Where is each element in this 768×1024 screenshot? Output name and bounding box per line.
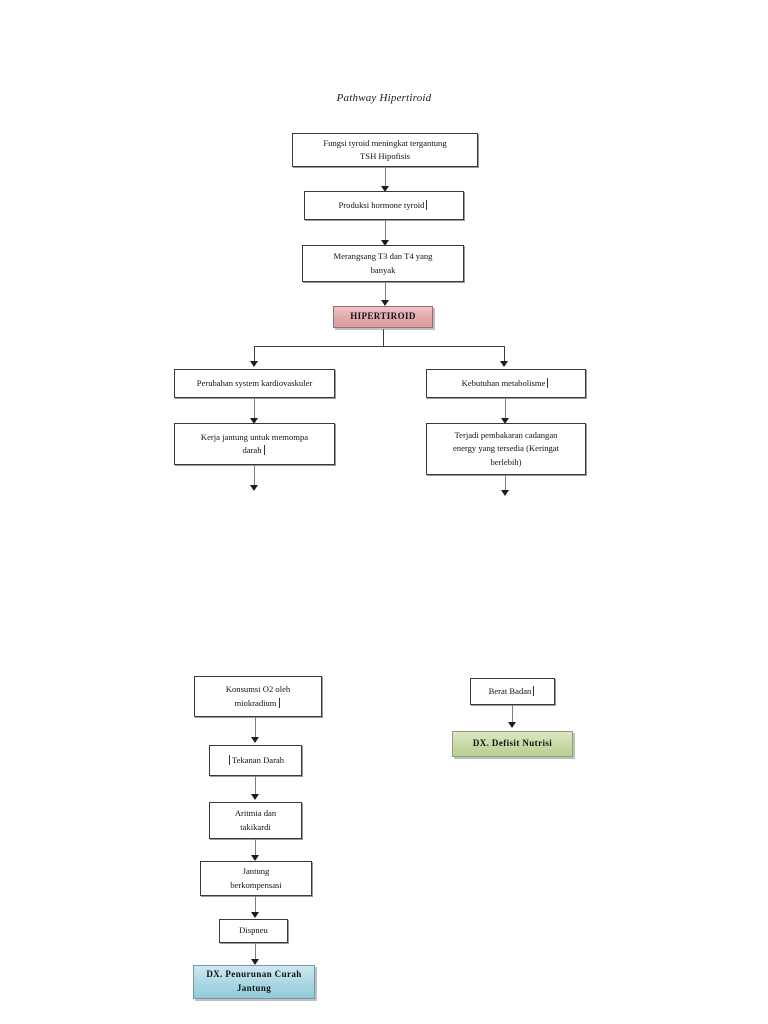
- up-arrow-glyph: [228, 754, 230, 765]
- node-dx-penurunan-curah-jantung: DX. Penurunan Curah Jantung: [193, 965, 315, 999]
- up-arrow-glyph: [426, 199, 428, 210]
- node-label: HIPERTIROID: [350, 311, 416, 322]
- arrowhead-n14: [251, 959, 259, 965]
- node-label: Terjadi pembakaran cadangan energy yang …: [452, 430, 560, 467]
- node-label: Tekanan Darah: [231, 754, 285, 765]
- node-dispneu: Dispneu: [219, 919, 288, 943]
- connector-n11-n12: [255, 839, 256, 859]
- connector-n6-dangling: [254, 465, 255, 487]
- node-aritmia-takikardi: Aritmia dan takikardi: [209, 802, 302, 839]
- connector-n13-n14: [255, 943, 256, 961]
- arrowhead-n8: [501, 418, 509, 424]
- page-title: Pathway Hipertiroid: [336, 92, 432, 104]
- node-produksi-hormone-tyroid: Produksi hormone tyroid: [304, 191, 464, 220]
- up-arrow-glyph: [263, 445, 265, 455]
- down-arrow-glyph: [533, 685, 535, 696]
- connector-n8-dangling: [505, 475, 506, 492]
- node-perubahan-kardiovaskuler: Perubahan system kardiovaskuler: [174, 369, 335, 398]
- node-label: Dispneu: [239, 925, 268, 936]
- arrowhead-n16: [508, 722, 516, 728]
- node-kebutuhan-metabolisme: Kebutuhan metabolisme: [426, 369, 586, 398]
- node-label: Fungsi tyroid meningkat tergantung TSH H…: [323, 137, 447, 161]
- node-merangsang-t3-t4: Merangsang T3 dan T4 yang banyak: [302, 245, 464, 282]
- node-tekanan-darah: Tekanan Darah: [209, 745, 302, 776]
- arrowhead-n13: [251, 912, 259, 918]
- arrowhead-n5: [250, 361, 258, 367]
- connector-n12-n13: [255, 896, 256, 916]
- node-label: DX. Defisit Nutrisi: [472, 738, 553, 749]
- connector-n1-n2: [385, 167, 386, 188]
- node-label: Aritmia dan takikardi: [234, 808, 277, 832]
- node-berat-badan: Berat Badan: [470, 678, 555, 705]
- node-konsumsi-o2-miokradium: Konsumsi O2 oleh miokradium: [194, 676, 322, 717]
- node-fungsi-tyroid: Fungsi tyroid meningkat tergantung TSH H…: [292, 133, 478, 167]
- arrowhead-n10: [251, 737, 259, 743]
- node-label: Perubahan system kardiovaskuler: [196, 377, 313, 388]
- up-arrow-glyph: [547, 377, 549, 388]
- node-label: Kerja jantung untuk memompa darah: [200, 431, 309, 455]
- arrowhead-n7: [500, 361, 508, 367]
- arrowhead-right-dangling: [501, 490, 509, 496]
- node-label: Berat Badan: [488, 685, 532, 696]
- node-terjadi-pembakaran-cadangan: Terjadi pembakaran cadangan energy yang …: [426, 423, 586, 475]
- arrowhead-left-dangling: [250, 485, 258, 491]
- node-label: Merangsang T3 dan T4 yang banyak: [333, 251, 433, 275]
- connector-branch-right: [504, 346, 505, 363]
- connector-branch-left: [254, 346, 255, 363]
- node-jantung-berkompensasi: Jantung berkompensasi: [200, 861, 312, 896]
- connector-n4-branch-stem: [383, 329, 384, 346]
- connector-n5-n6: [254, 398, 255, 420]
- node-label: Kebutuhan metabolisme: [461, 377, 546, 388]
- connector-n9-n10: [255, 717, 256, 739]
- node-hipertiroid: HIPERTIROID: [333, 306, 433, 328]
- arrowhead-n11: [251, 794, 259, 800]
- connector-n15-n16: [512, 705, 513, 724]
- arrowhead-n3: [381, 240, 389, 246]
- node-label: Konsumsi O2 oleh miokradium: [225, 684, 291, 708]
- up-arrow-glyph: [278, 697, 280, 708]
- arrowhead-n6: [250, 418, 258, 424]
- node-label: DX. Penurunan Curah Jantung: [206, 969, 302, 993]
- node-dx-defisit-nutrisi: DX. Defisit Nutrisi: [452, 731, 573, 757]
- connector-n2-n3: [385, 220, 386, 242]
- node-label: Produksi hormone tyroid: [338, 199, 425, 210]
- connector-n3-n4: [385, 282, 386, 302]
- node-label: Jantung berkompensasi: [230, 866, 282, 890]
- arrowhead-n4: [381, 300, 389, 306]
- connector-n10-n11: [255, 776, 256, 798]
- node-kerja-jantung-memompa-darah: Kerja jantung untuk memompa darah: [174, 423, 335, 465]
- arrowhead-n2: [381, 186, 389, 192]
- arrowhead-n12: [251, 855, 259, 861]
- connector-n7-n8: [505, 398, 506, 420]
- connector-branch-horizontal: [254, 346, 504, 347]
